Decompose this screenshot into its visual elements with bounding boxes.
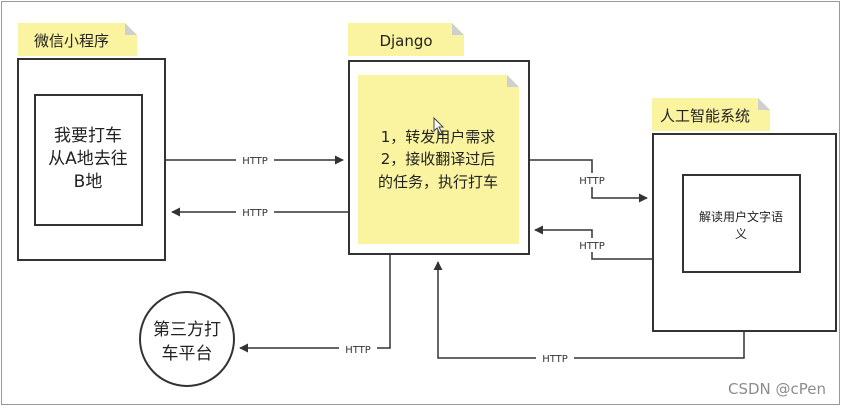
edge-label: HTTP xyxy=(542,354,568,365)
django-inner-note xyxy=(358,75,519,244)
platform-circle xyxy=(139,291,235,387)
django-inner-line-3: 的任务，执行打车 xyxy=(378,173,498,191)
edge-label: HTTP xyxy=(579,241,605,252)
edge-django-to-ai: HTTP xyxy=(529,159,648,203)
edge-label: HTTP xyxy=(242,156,268,167)
django-title: Django xyxy=(379,32,432,50)
note-fold xyxy=(758,98,770,110)
wechat-inner-line-2: 从A地去往 xyxy=(48,149,128,169)
note-fold xyxy=(125,23,137,35)
wechat-title-note: 微信小程序 xyxy=(18,23,137,56)
ai-inner-line-2: 义 xyxy=(735,227,747,241)
edge-label: HTTP xyxy=(579,176,605,187)
ai-node: 解读用户文字语 义 xyxy=(652,133,837,332)
platform-line-1: 第三方打 xyxy=(153,320,221,340)
edge-label: HTTP xyxy=(345,345,371,356)
cursor-icon xyxy=(433,116,445,135)
edge-label: HTTP xyxy=(242,208,268,219)
ai-title-note: 人工智能系统 xyxy=(652,98,770,131)
edge-django-to-platform: HTTP xyxy=(239,254,391,356)
edge-ai-to-django: HTTP xyxy=(534,225,653,260)
ai-title: 人工智能系统 xyxy=(660,107,750,125)
wechat-title: 微信小程序 xyxy=(34,32,109,50)
wechat-inner-line-1: 我要打车 xyxy=(54,126,122,146)
edge-wechat-to-django: HTTP xyxy=(166,153,344,167)
note-fold xyxy=(452,23,464,35)
wechat-inner-line-3: B地 xyxy=(74,172,103,192)
django-node: 1，转发用户需求 2，接收翻译过后 的任务，执行打车 xyxy=(348,60,530,255)
platform-line-2: 车平台 xyxy=(162,344,213,364)
django-title-note: Django xyxy=(348,23,464,56)
watermark: CSDN @cPen xyxy=(728,380,826,398)
wechat-inner-box xyxy=(34,94,143,226)
platform-node: 第三方打 车平台 xyxy=(139,291,235,387)
django-inner-line-1: 1，转发用户需求 xyxy=(381,128,496,146)
note-fold xyxy=(507,75,519,87)
edge-ai-to-django-bottom: HTTP xyxy=(433,261,745,365)
ai-inner-box xyxy=(682,174,801,273)
django-inner-line-2: 2，接收翻译过后 xyxy=(381,150,496,168)
edge-django-to-wechat: HTTP xyxy=(171,205,349,219)
wechat-node: 我要打车 从A地去往 B地 xyxy=(17,58,166,261)
ai-inner-line-1: 解读用户文字语 xyxy=(699,209,783,224)
